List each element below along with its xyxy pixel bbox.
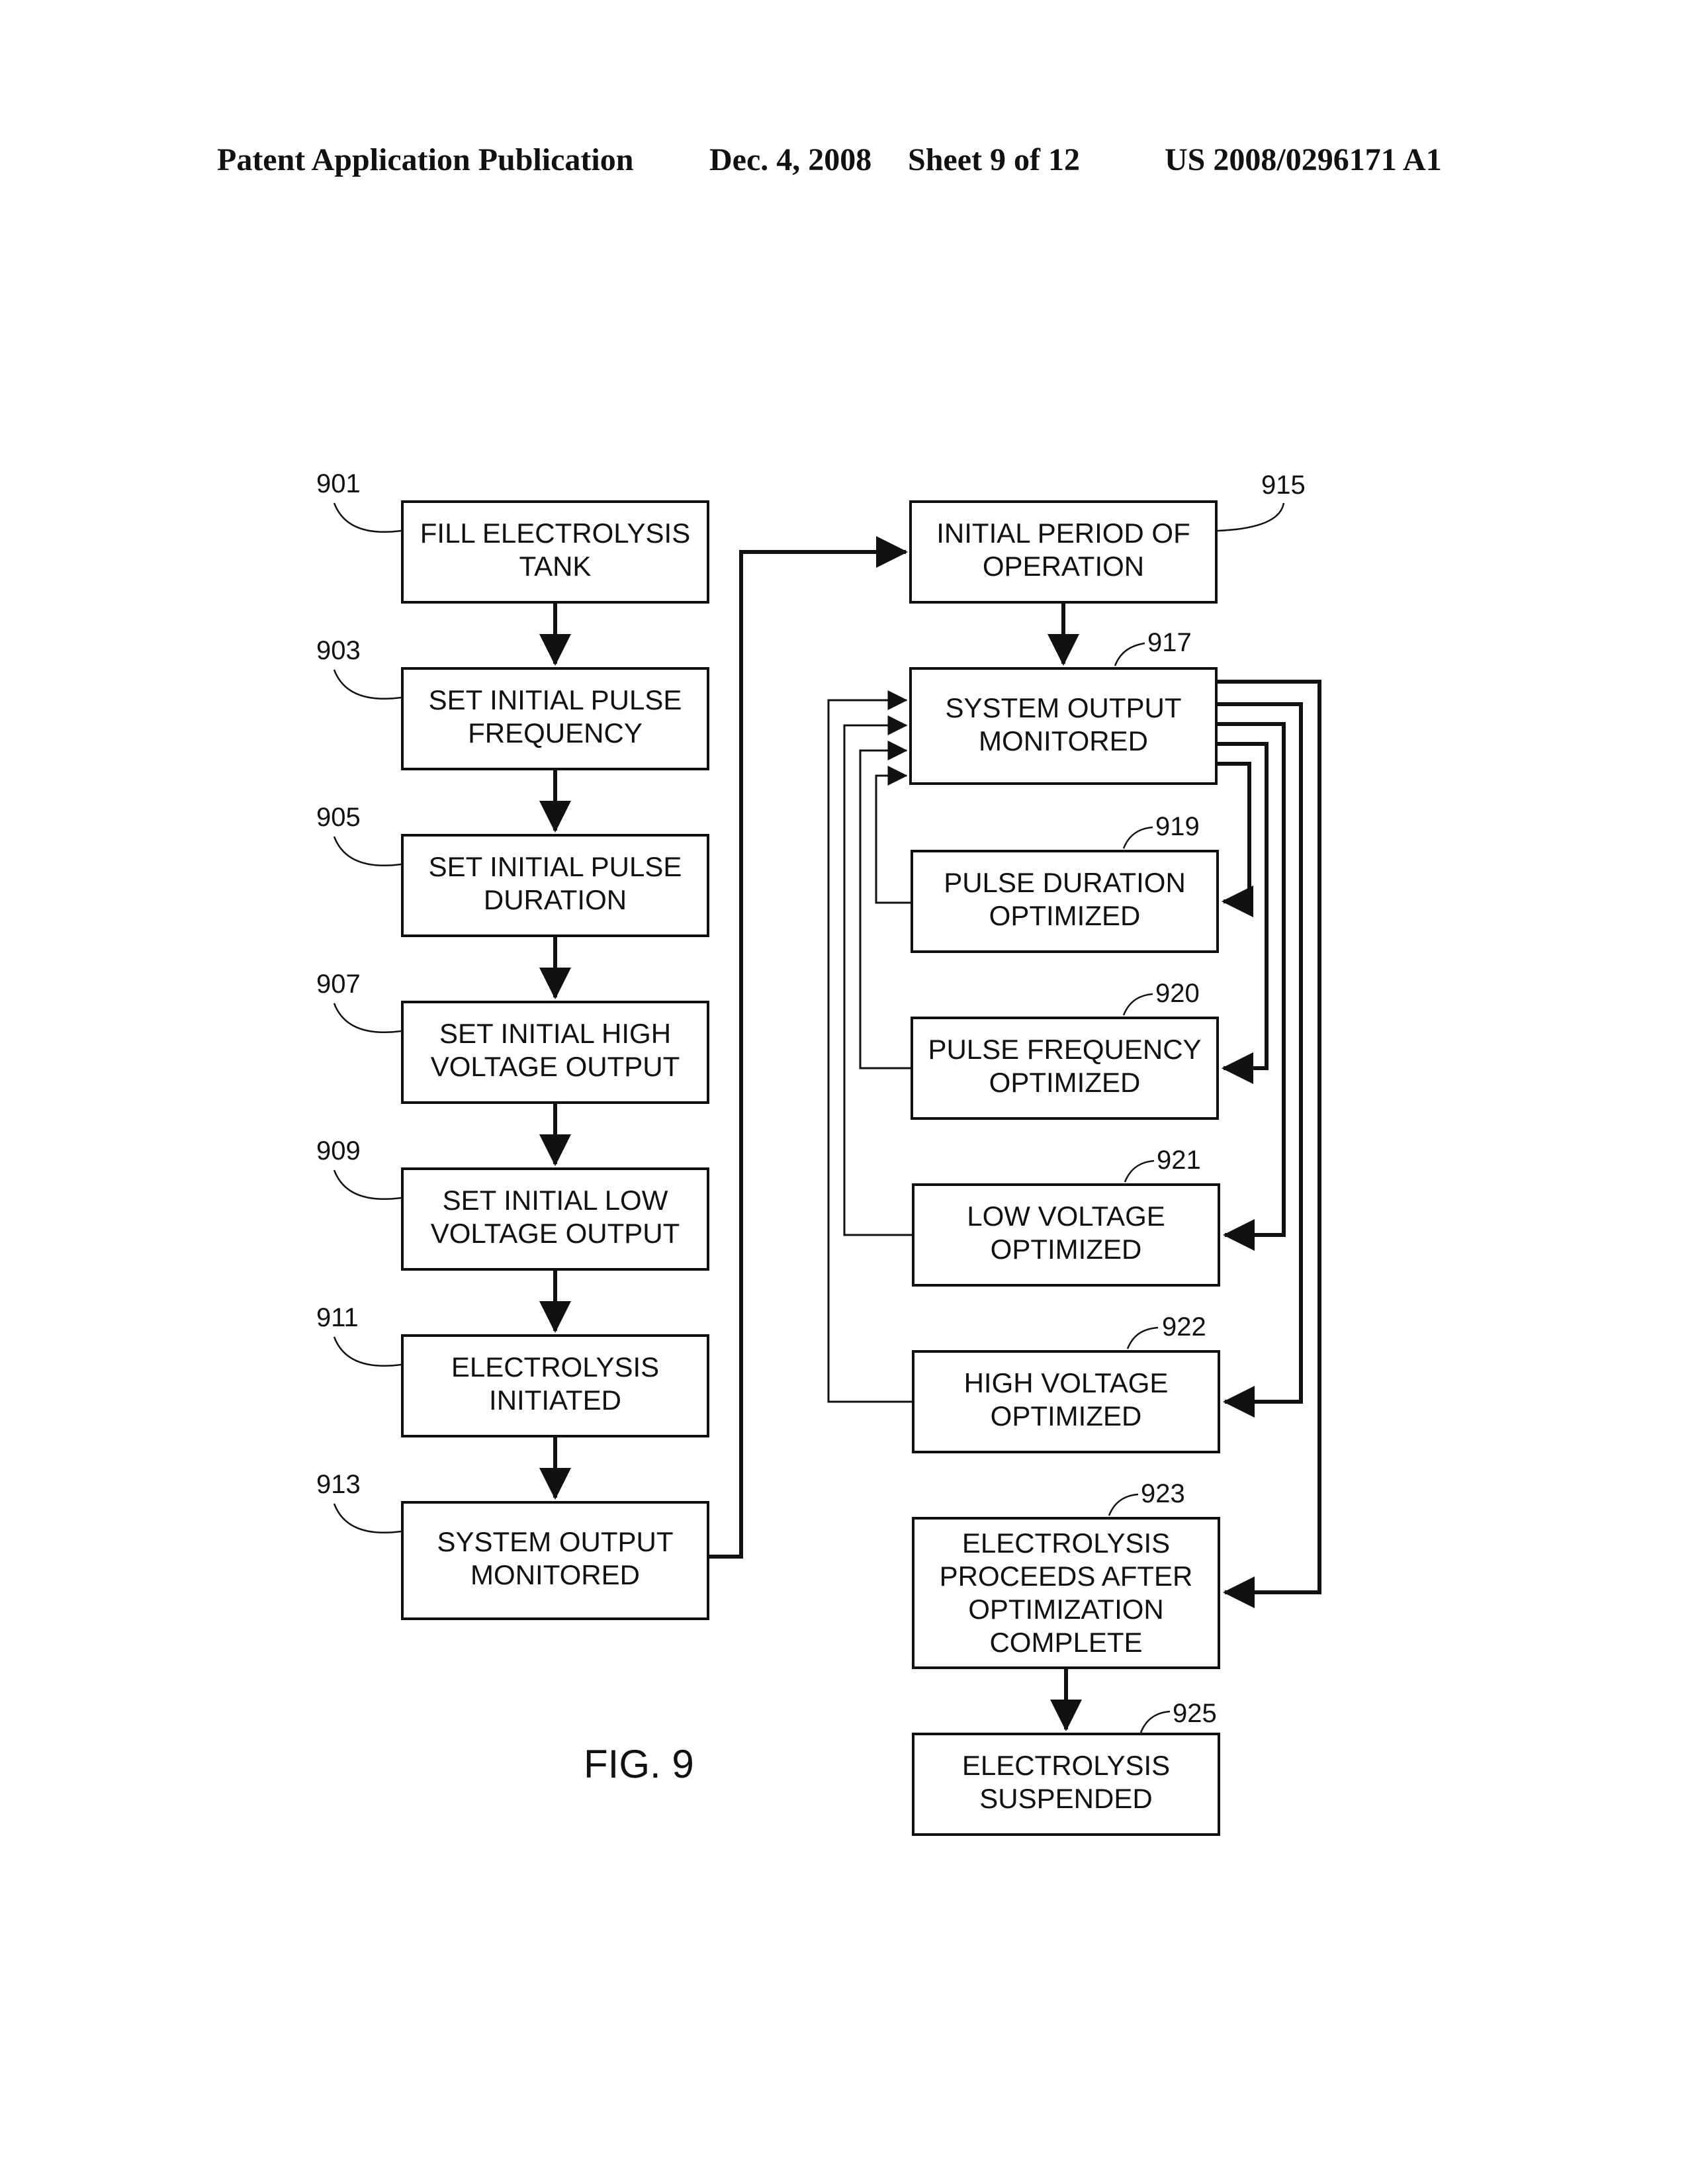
step-915: INITIAL PERIOD OF OPERATION 915 [911,471,1306,602]
step-907-leader [334,1003,401,1032]
step-917-label-line2: MONITORED [979,725,1148,756]
step-922: HIGH VOLTAGE OPTIMIZED 922 [913,1312,1219,1452]
step-915-label-line1: INITIAL PERIOD OF [936,518,1190,549]
step-919-label-line1: PULSE DURATION [944,867,1186,898]
branch-917-to-920 [1216,744,1267,1068]
step-915-label-line2: OPERATION [983,551,1144,582]
step-901-ref: 901 [316,469,361,498]
step-913-label-line2: MONITORED [470,1559,640,1590]
step-909: SET INITIAL LOW VOLTAGE OUTPUT 909 [316,1136,708,1269]
step-925-label-line1: ELECTROLYSIS [962,1750,1170,1781]
step-925-ref: 925 [1173,1699,1217,1728]
step-909-leader [334,1170,401,1199]
branch-917-to-922 [1216,704,1301,1402]
step-915-ref: 915 [1261,471,1306,500]
step-911-ref: 911 [316,1303,359,1332]
step-923-label-line3: OPTIMIZATION [968,1594,1164,1625]
step-903-ref: 903 [316,636,361,665]
step-913-leader [334,1504,401,1533]
step-913-ref: 913 [316,1470,361,1499]
step-923-leader [1109,1494,1138,1516]
return-922-to-917 [828,700,913,1402]
step-905-label-line1: SET INITIAL PULSE [429,851,682,882]
step-919-ref: 919 [1155,812,1200,841]
step-917-leader [1115,643,1145,666]
step-909-ref: 909 [316,1136,361,1165]
step-921-ref: 921 [1157,1146,1201,1175]
step-920-leader [1124,994,1153,1015]
step-919-label-line2: OPTIMIZED [989,900,1141,931]
step-905: SET INITIAL PULSE DURATION 905 [316,803,708,936]
arrow-913-to-915 [708,552,906,1557]
return-921-to-917 [844,725,913,1235]
step-921-label-line1: LOW VOLTAGE [967,1201,1165,1232]
step-922-label-line2: OPTIMIZED [991,1400,1142,1432]
step-901-label-line2: TANK [519,551,592,582]
step-913: SYSTEM OUTPUT MONITORED 913 [316,1470,708,1619]
return-920-to-917 [860,751,912,1068]
step-905-ref: 905 [316,803,361,832]
step-923-ref: 923 [1141,1479,1185,1508]
step-911-label-line2: INITIATED [489,1385,621,1416]
step-901-leader [334,503,401,532]
step-921-label-line2: OPTIMIZED [991,1234,1142,1265]
step-903-label-line1: SET INITIAL PULSE [429,684,682,715]
step-915-leader [1218,503,1284,531]
return-919-to-917 [876,776,912,903]
step-919: PULSE DURATION OPTIMIZED 919 [912,812,1218,952]
step-907-label-line2: VOLTAGE OUTPUT [431,1051,680,1082]
step-922-label-line1: HIGH VOLTAGE [964,1367,1169,1398]
step-909-label-line1: SET INITIAL LOW [443,1185,668,1216]
step-907-ref: 907 [316,970,361,999]
step-913-label-line1: SYSTEM OUTPUT [437,1526,673,1557]
step-911-leader [334,1337,401,1366]
step-903: SET INITIAL PULSE FREQUENCY 903 [316,636,708,769]
step-925-label-line2: SUSPENDED [979,1783,1152,1814]
figure-label: FIG. 9 [584,1742,694,1786]
step-903-leader [334,670,401,699]
step-905-leader [334,837,401,866]
step-921: LOW VOLTAGE OPTIMIZED 921 [913,1146,1219,1285]
branch-917-to-919 [1216,764,1249,901]
step-920-label-line2: OPTIMIZED [989,1067,1141,1098]
step-923-label-line2: PROCEEDS AFTER [940,1561,1193,1592]
step-911-label-line1: ELECTROLYSIS [451,1351,659,1383]
step-922-leader [1128,1328,1158,1349]
step-922-ref: 922 [1162,1312,1206,1342]
step-901-label-line1: FILL ELECTROLYSIS [420,518,690,549]
step-923-label-line4: COMPLETE [989,1627,1142,1658]
step-917-ref: 917 [1147,628,1192,657]
step-907-label-line1: SET INITIAL HIGH [439,1018,671,1049]
step-920: PULSE FREQUENCY OPTIMIZED 920 [912,979,1218,1118]
step-911: ELECTROLYSIS INITIATED 911 [316,1303,708,1436]
step-923: ELECTROLYSIS PROCEEDS AFTER OPTIMIZATION… [913,1479,1219,1668]
step-919-leader [1124,827,1153,848]
step-903-label-line2: FREQUENCY [468,717,643,749]
step-909-label-line2: VOLTAGE OUTPUT [431,1218,680,1249]
step-925-leader [1141,1711,1170,1733]
step-917-label-line1: SYSTEM OUTPUT [945,692,1181,723]
step-923-label-line1: ELECTROLYSIS [962,1527,1170,1559]
step-905-label-line2: DURATION [484,884,627,915]
step-907: SET INITIAL HIGH VOLTAGE OUTPUT 907 [316,970,708,1103]
step-921-leader [1125,1161,1154,1182]
step-920-ref: 920 [1155,979,1200,1008]
step-901: FILL ELECTROLYSIS TANK 901 [316,469,708,602]
step-920-label-line1: PULSE FREQUENCY [928,1034,1201,1065]
